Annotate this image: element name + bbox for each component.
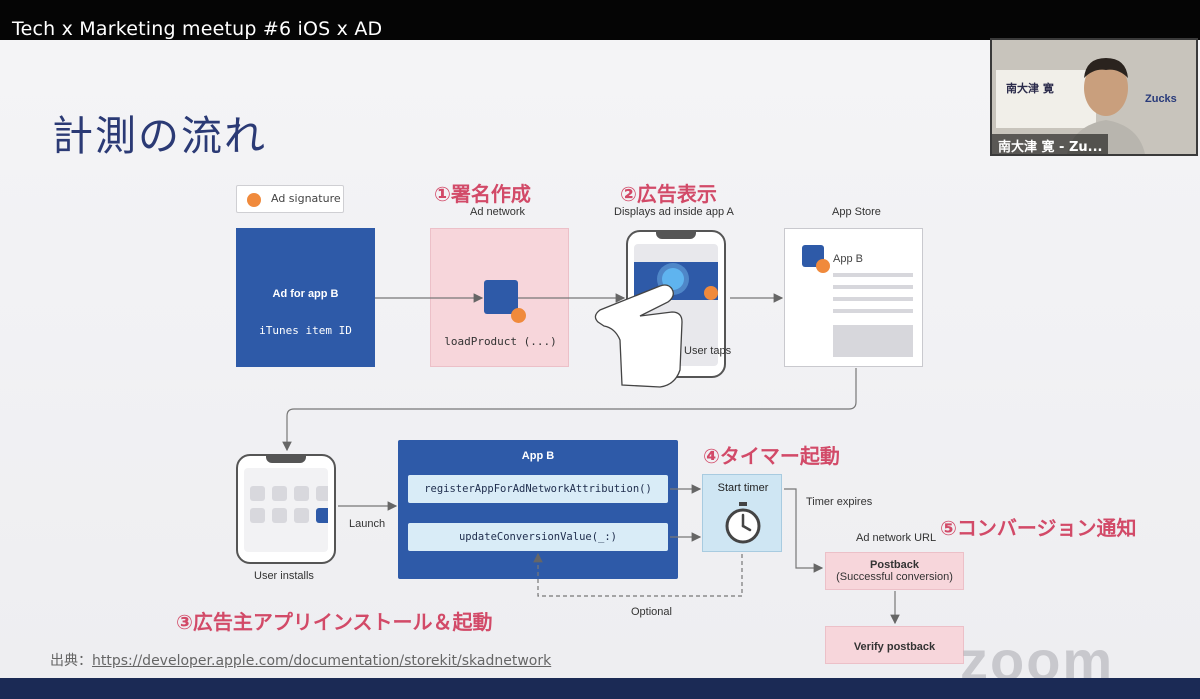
signature-dot-icon	[816, 259, 830, 273]
stopwatch-icon	[725, 502, 761, 544]
postback-box: Postback (Successful conversion)	[825, 552, 964, 590]
text-line	[833, 273, 913, 277]
source-link[interactable]: https://developer.apple.com/documentatio…	[92, 653, 552, 669]
participant-video[interactable]: 南大津 寛 Zucks 南大津 寛 - Zu...	[990, 38, 1198, 156]
step-2-label: ②広告表示	[620, 182, 717, 206]
app-b-icon	[316, 508, 328, 523]
verify-postback-box: Verify postback	[825, 626, 964, 664]
app-store-label: App Store	[832, 206, 881, 218]
tap-indicator-icon	[662, 268, 684, 290]
ad-network-box: loadProduct (...)	[430, 228, 569, 367]
text-line	[833, 309, 913, 313]
person-avatar-icon	[1067, 58, 1145, 154]
optional-label: Optional	[631, 606, 672, 618]
app-b-title: App B	[521, 450, 555, 462]
app-icon	[250, 486, 265, 501]
register-attribution-call: registerAppForAdNetworkAttribution()	[408, 475, 668, 503]
text-line	[833, 285, 913, 289]
app-icon	[294, 486, 309, 501]
phone-screen	[244, 468, 328, 552]
user-taps-label: User taps	[684, 345, 732, 357]
meeting-title: Tech x Marketing meetup #6 iOS x AD	[12, 18, 383, 40]
user-installs-label: User installs	[254, 570, 314, 582]
postback-subtitle: (Successful conversion)	[836, 571, 953, 583]
app-b-box: App B registerAppForAdNetworkAttribution…	[398, 440, 678, 579]
phone-notch	[656, 231, 696, 239]
legend-label: Ad signature	[271, 192, 341, 205]
start-timer-box: Start timer	[702, 474, 782, 552]
top-bar: Tech x Marketing meetup #6 iOS x AD	[0, 0, 1200, 40]
company-logo: Zucks	[1145, 93, 1177, 105]
phone-home-screen	[236, 454, 336, 564]
ad-network-label: Ad network	[470, 206, 526, 218]
postback-title: Postback	[870, 559, 919, 571]
app-icon	[294, 508, 309, 523]
update-conversion-call: updateConversionValue(_:)	[408, 523, 668, 551]
signature-dot-icon	[511, 308, 526, 323]
phone-notch	[266, 455, 306, 463]
step-5-label: ⑤コンバージョン通知	[940, 516, 1137, 540]
speaker-banner: 南大津 寛	[996, 70, 1096, 128]
source-citation: 出典：https://developer.apple.com/documenta…	[50, 650, 551, 670]
timer-expires-label: Timer expires	[806, 496, 873, 508]
ad-for-app-b-box: Ad for app B iTunes item ID	[236, 228, 375, 367]
launch-label: Launch	[349, 518, 386, 530]
source-prefix: 出典：	[50, 653, 92, 669]
app-icon	[272, 486, 287, 501]
app-icon	[316, 486, 328, 501]
ad-network-url-label: Ad network URL	[856, 532, 937, 544]
store-app-name: App B	[833, 253, 863, 265]
zoom-watermark: zoom	[960, 629, 1115, 678]
banner-name: 南大津 寛	[1006, 82, 1054, 95]
signature-dot-icon	[247, 193, 261, 207]
step-1-label: ①署名作成	[434, 182, 531, 206]
signature-dot-icon	[704, 286, 718, 300]
slide-title: 計測の流れ	[52, 112, 267, 160]
screenshot-placeholder	[833, 325, 913, 357]
ad-box-title: Ad for app B	[272, 288, 339, 300]
participant-name-tag: 南大津 寛 - Zu...	[992, 134, 1109, 154]
verify-postback-label: Verify postback	[853, 641, 936, 653]
ad-box-id: iTunes item ID	[259, 324, 352, 337]
step-3-label: ③広告主アプリインストール＆起動	[176, 610, 493, 634]
bottom-bar	[0, 678, 1200, 699]
displays-ad-label: Displays ad inside app A	[614, 206, 734, 218]
app-store-box: App B	[784, 228, 923, 367]
start-timer-label: Start timer	[717, 482, 769, 494]
app-icon	[250, 508, 265, 523]
ad-signature-legend: Ad signature	[236, 185, 344, 213]
step-4-label: ④タイマー起動	[703, 444, 840, 468]
app-icon	[272, 508, 287, 523]
text-line	[833, 297, 913, 301]
app-icon	[484, 280, 518, 314]
load-product-code: loadProduct (...)	[444, 335, 557, 348]
